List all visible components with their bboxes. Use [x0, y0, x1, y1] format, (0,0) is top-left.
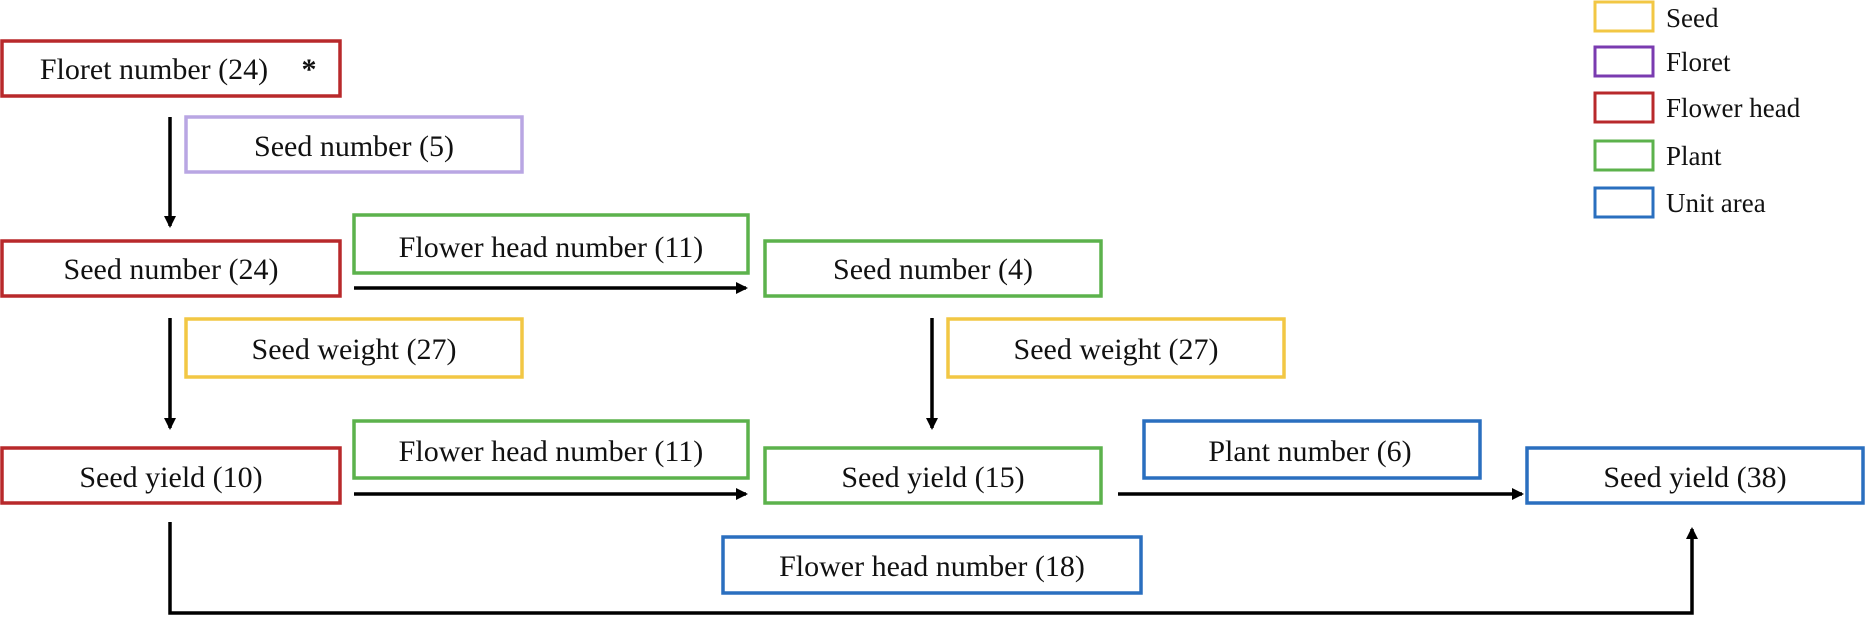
node-floret-number: Floret number (24) *: [0, 39, 342, 98]
edge-seed-yield-fh-to-unit: [168, 522, 1698, 615]
node-seed-yield-plant: Seed yield (15): [763, 446, 1103, 505]
legend-item-floret: Floret: [1593, 45, 1731, 78]
legend-item-flower-head: Flower head: [1593, 91, 1801, 124]
node-plant-number-unit-label: Plant number (6): [1208, 435, 1411, 468]
node-flower-head-number-plant-2-frame: [352, 419, 750, 480]
node-seed-number-plant: Seed number (4): [763, 239, 1103, 298]
legend-swatch-flower-head: [1593, 91, 1655, 124]
legend-swatch-unit-area: [1593, 186, 1655, 219]
legend: Seed Floret Flower head Plant Unit area: [1593, 0, 1801, 219]
node-seed-yield-flower-head: Seed yield (10): [0, 446, 342, 505]
node-seed-yield-flower-head-label: Seed yield (10): [79, 461, 262, 494]
legend-label-floret: Floret: [1666, 47, 1731, 77]
node-seed-weight-1: Seed weight (27): [184, 317, 524, 379]
node-flower-head-number-plant-1-frame: [352, 213, 750, 275]
node-seed-number-flower-head-frame: [0, 239, 342, 298]
node-plant-number-unit: Plant number (6): [1142, 419, 1482, 480]
node-seed-number-plant-label: Seed number (4): [833, 253, 1033, 286]
node-seed-number-floret-frame: [184, 115, 524, 174]
legend-label-seed: Seed: [1666, 3, 1719, 33]
legend-item-seed: Seed: [1593, 0, 1719, 33]
significance-marker: *: [302, 53, 317, 86]
node-seed-weight-1-label: Seed weight (27): [252, 333, 457, 366]
legend-label-flower-head: Flower head: [1666, 93, 1801, 123]
legend-swatch-seed: [1593, 0, 1655, 33]
legend-swatch-plant: [1593, 139, 1655, 172]
node-flower-head-number-plant-2-label: Flower head number (11): [399, 435, 704, 468]
node-seed-yield-unit-label: Seed yield (38): [1603, 461, 1786, 494]
node-seed-yield-unit: Seed yield (38): [1525, 446, 1865, 505]
node-floret-number-frame: [0, 39, 342, 98]
node-seed-weight-2-frame: [946, 317, 1286, 379]
legend-label-plant: Plant: [1666, 141, 1722, 171]
node-seed-number-flower-head: Seed number (24): [0, 239, 342, 298]
node-seed-yield-unit-frame: [1525, 446, 1865, 505]
node-plant-number-unit-frame: [1142, 419, 1482, 480]
legend-item-plant: Plant: [1593, 139, 1722, 172]
node-seed-yield-flower-head-frame: [0, 446, 342, 505]
node-seed-number-floret: Seed number (5): [184, 115, 524, 174]
node-seed-weight-2: Seed weight (27): [946, 317, 1286, 379]
node-flower-head-number-plant-1-label: Flower head number (11): [399, 231, 704, 264]
node-seed-number-plant-frame: [763, 239, 1103, 298]
node-seed-weight-1-frame: [184, 317, 524, 379]
node-seed-weight-2-label: Seed weight (27): [1014, 333, 1219, 366]
node-seed-yield-plant-label: Seed yield (15): [841, 461, 1024, 494]
legend-item-unit-area: Unit area: [1593, 186, 1766, 219]
node-flower-head-number-unit-frame: [721, 535, 1143, 595]
node-seed-yield-plant-frame: [763, 446, 1103, 505]
node-seed-number-floret-label: Seed number (5): [254, 130, 454, 163]
node-flower-head-number-unit-label: Flower head number (18): [779, 550, 1085, 583]
node-floret-number-label: Floret number (24): [40, 53, 268, 86]
legend-swatch-floret: [1593, 45, 1655, 78]
edges: [164, 117, 1698, 615]
node-flower-head-number-unit: Flower head number (18): [721, 535, 1143, 595]
node-flower-head-number-plant-1: Flower head number (11): [352, 213, 750, 275]
node-flower-head-number-plant-2: Flower head number (11): [352, 419, 750, 480]
node-seed-number-flower-head-label: Seed number (24): [64, 253, 279, 286]
legend-label-unit-area: Unit area: [1666, 188, 1766, 218]
